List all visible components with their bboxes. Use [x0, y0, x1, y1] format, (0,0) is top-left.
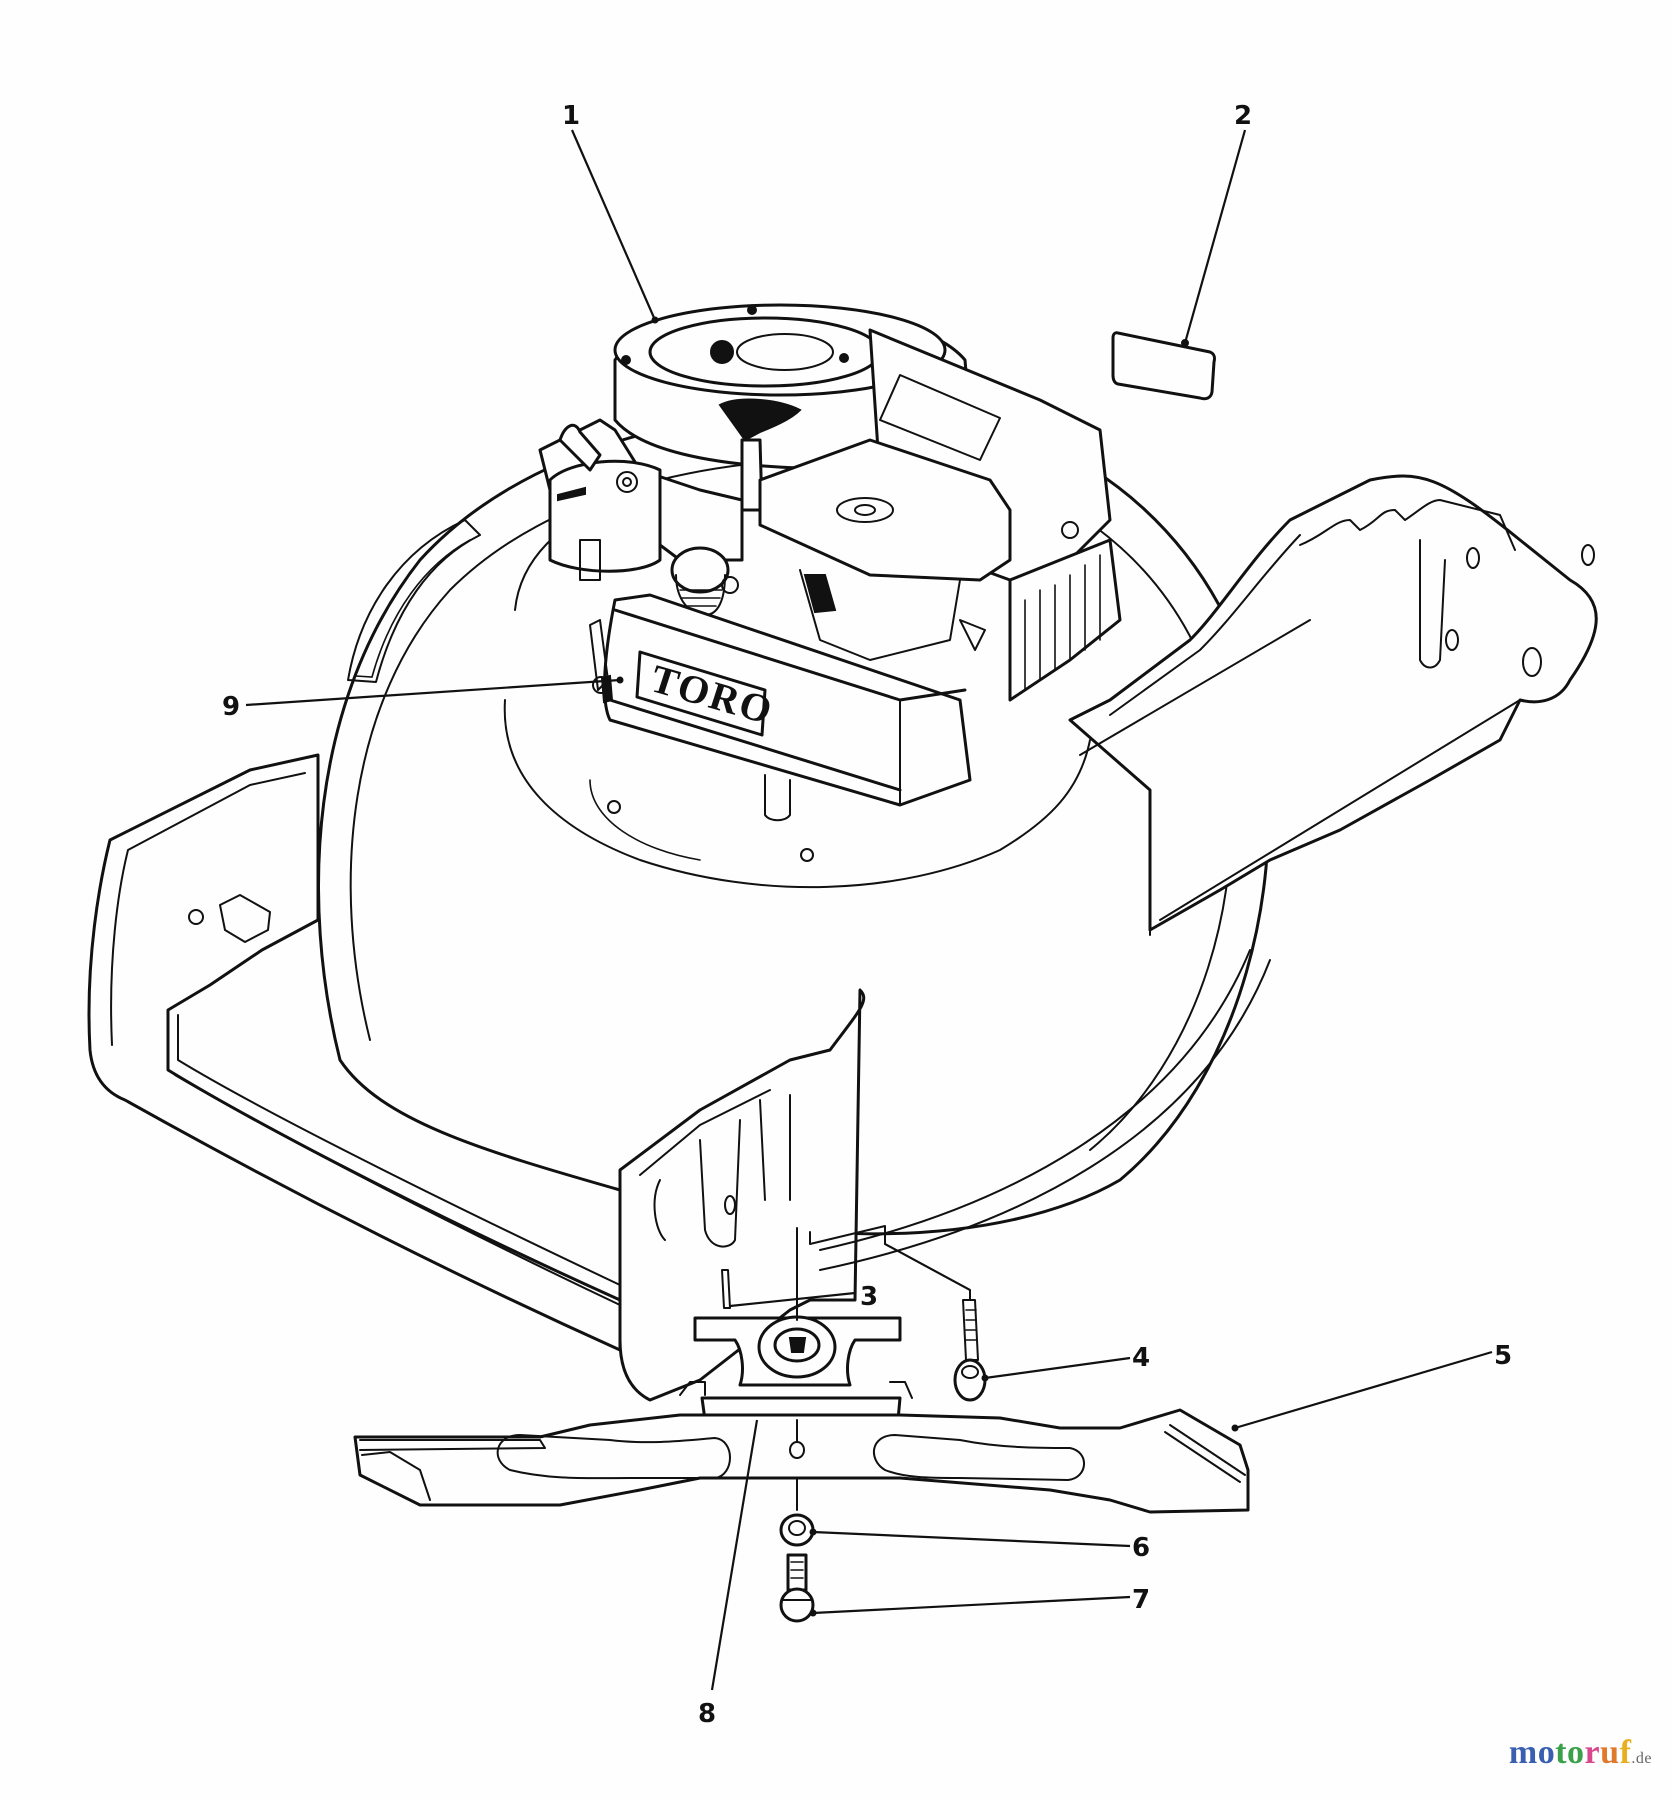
callout-number: 8: [698, 1699, 716, 1729]
watermark-letter: t: [1555, 1734, 1568, 1771]
callout-number: 3: [860, 1282, 878, 1312]
callout-number: 9: [222, 692, 240, 722]
decal-plate: [1111, 331, 1216, 401]
callout-number: 5: [1494, 1341, 1512, 1371]
assembly-guide-lines: [796, 1225, 971, 1321]
callout-2: 2: [1181, 101, 1252, 347]
watermark-letter: o: [1567, 1734, 1585, 1771]
toro-logo-plate: [635, 650, 767, 737]
watermark-letter: m: [1508, 1734, 1538, 1771]
callout-4: 4: [981, 1343, 1150, 1382]
callout-number: 6: [1132, 1533, 1150, 1563]
watermark-letter: u: [1600, 1734, 1620, 1771]
watermark-letter: o: [1537, 1734, 1556, 1771]
watermark-brand: motoruf: [1509, 1734, 1632, 1771]
engine: TORO: [538, 303, 1122, 822]
callout-7: 7: [809, 1585, 1150, 1617]
callout-9: 9: [222, 676, 624, 722]
callout-8: 8: [698, 1419, 759, 1729]
callout-number: 4: [1132, 1343, 1150, 1373]
motoruf-watermark: motoruf.de: [1509, 1734, 1652, 1772]
callout-5: 5: [1231, 1341, 1512, 1432]
callout-1: 1: [562, 101, 659, 324]
watermark-letter: r: [1584, 1734, 1601, 1771]
blade-assembly: [353, 1269, 1250, 1623]
watermark-letter: f: [1619, 1734, 1632, 1771]
callout-number: 1: [562, 101, 580, 131]
callout-number: 7: [1132, 1585, 1150, 1615]
callout-6: 6: [809, 1528, 1150, 1563]
callout-number: 2: [1234, 101, 1252, 131]
watermark-suffix: .de: [1631, 1750, 1652, 1767]
callout-3: 3: [729, 1282, 878, 1312]
